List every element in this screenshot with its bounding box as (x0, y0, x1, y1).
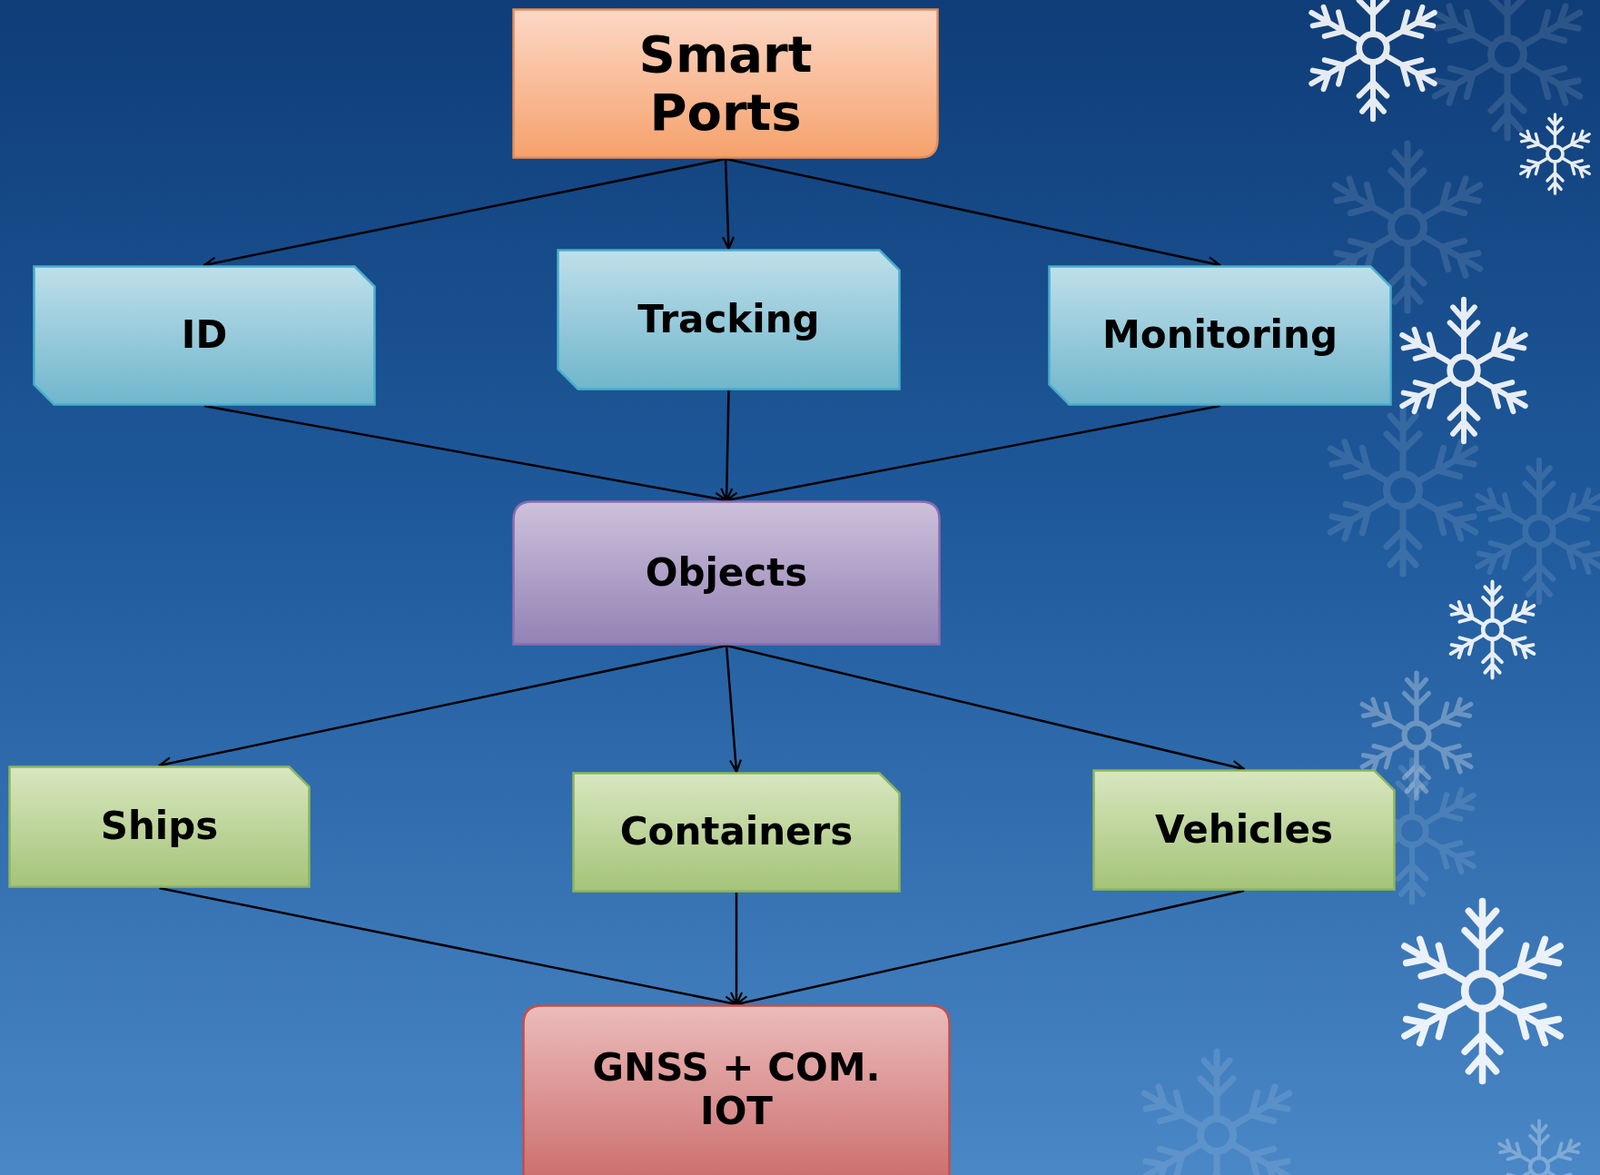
object-box: Ships (8, 765, 311, 889)
function-box: Tracking (556, 248, 901, 391)
snowflake (1395, 299, 1533, 442)
node-outline (34, 266, 376, 405)
snowflake (1446, 582, 1540, 679)
node-outline (513, 9, 939, 159)
snowflake (1304, 0, 1442, 119)
node-outline (573, 773, 900, 892)
snowflake (1471, 460, 1600, 603)
object-box: Vehicles (1092, 769, 1396, 891)
connector-arrow (204, 405, 727, 501)
node-label: Ships (100, 804, 219, 849)
connector-arrow (726, 405, 1221, 501)
node-label: Objects (645, 551, 809, 595)
connector-arrow (735, 892, 739, 1005)
snowflake (1516, 114, 1593, 194)
function-box: Monitoring (1047, 265, 1393, 406)
snowflakes-mid (1355, 672, 1583, 1175)
node-label: GNSS + COM. IOT (563, 1046, 909, 1135)
objects-box: Objects (512, 500, 941, 646)
connector-arrow (726, 390, 730, 501)
node-outline (9, 767, 310, 888)
snowflake (1494, 1120, 1584, 1175)
node-outline (513, 502, 940, 645)
snowflake (1395, 901, 1570, 1082)
object-box: Containers (572, 771, 901, 893)
connector-arrow (159, 645, 728, 766)
node-outline (1049, 266, 1392, 405)
root-box: Smart Ports (512, 8, 939, 159)
node-outline (558, 250, 900, 390)
node-label: Vehicles (1155, 808, 1334, 852)
connector-arrow (725, 158, 730, 249)
node-label: ID (181, 313, 228, 357)
function-box: ID (32, 265, 376, 406)
node-outline (523, 1006, 950, 1175)
node-label: Smart Ports (580, 25, 871, 143)
node-label: Containers (620, 809, 854, 854)
node-label: Monitoring (1102, 313, 1338, 357)
connector-arrow (159, 888, 738, 1005)
connector-arrow (736, 890, 1245, 1005)
snowflakes-faint (1135, 0, 1600, 1175)
snowflake (1322, 406, 1483, 574)
node-outline (1094, 770, 1395, 890)
connector-arrow (726, 645, 737, 772)
snowflakes-bright (1304, 0, 1594, 1081)
technology-box: GNSS + COM. IOT (522, 1004, 951, 1175)
node-label: Tracking (637, 297, 820, 342)
snowflake (1135, 1051, 1297, 1175)
snowflake (1426, 0, 1588, 139)
connector-arrow (726, 645, 1245, 770)
